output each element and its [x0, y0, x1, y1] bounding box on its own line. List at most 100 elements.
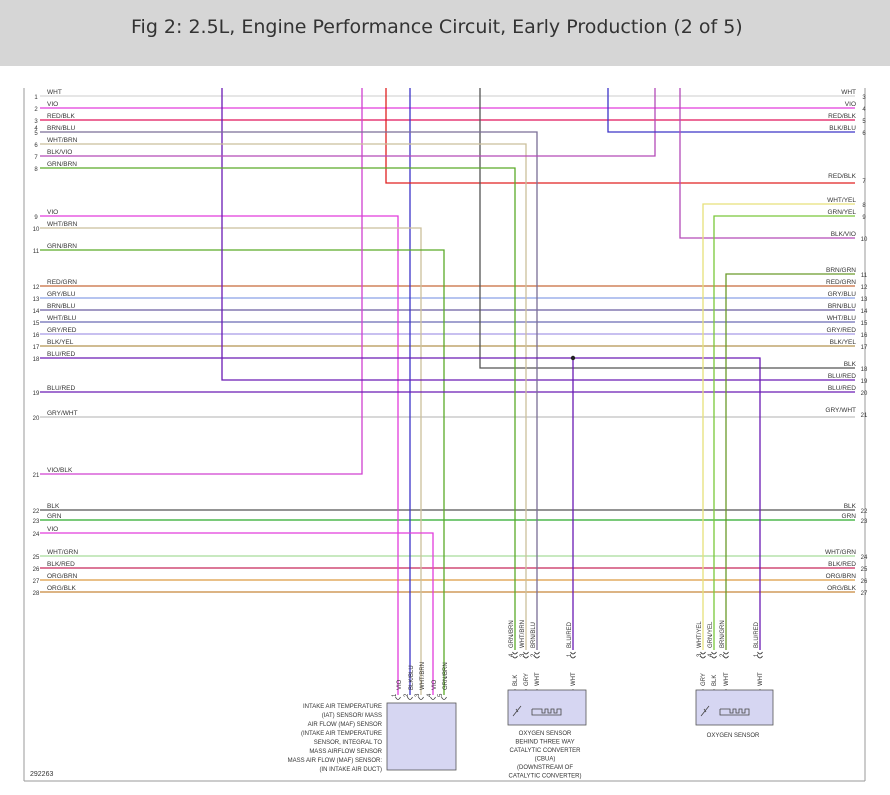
- o2-cbua-heater-icon: [512, 705, 562, 717]
- wire-whtbrn-o2: [40, 143, 527, 650]
- maf-sensor-label: MASS AIRFLOW SENSOR: [309, 749, 382, 755]
- o2-front-pin-number: 2: [720, 653, 726, 657]
- left-pin-number: 2: [34, 107, 38, 113]
- left-pin-label: BLK: [47, 503, 60, 510]
- right-pin-label: WHT: [841, 89, 856, 96]
- maf-sensor-label: MASS AIR FLOW (MAF) SENSOR:: [288, 758, 383, 764]
- right-pin-number: 24: [861, 555, 868, 561]
- left-pin-label: GRY/RED: [47, 327, 77, 334]
- wire-blkblu-right: [607, 88, 855, 133]
- o2-front-pin-number: 3: [697, 653, 703, 657]
- left-pin-number: 3: [34, 119, 38, 125]
- o2-cbua-label: (DOWNSTREAM OF: [517, 765, 573, 771]
- right-pin-number: 26: [861, 579, 868, 585]
- right-pin-label: GRY/RED: [827, 327, 857, 334]
- right-pin-label: BRN/BLU: [828, 303, 856, 310]
- o2-cbua-label: CATALYTIC CONVERTER): [509, 774, 582, 780]
- maf-pin-wire: GRN/BRN: [443, 662, 449, 690]
- o2-cbua-label: BEHIND THREE WAY: [515, 740, 574, 746]
- maf-pin-number: 1: [392, 693, 398, 697]
- left-pin-label: VIO/BLK: [47, 467, 73, 474]
- maf-terminal: [395, 696, 401, 700]
- o2-cbua-wire-label: BLU/RED: [567, 621, 573, 648]
- right-pin-number: 12: [861, 285, 868, 291]
- maf-sensor-label: SENSOR, INTEGRAL TO: [314, 740, 383, 746]
- left-pin-number: 23: [33, 519, 40, 525]
- right-pin-label: BLK/VIO: [831, 231, 856, 238]
- o2-cbua-pin-number: 3: [520, 653, 526, 657]
- o2-cbua-label: (CBUA): [535, 757, 556, 763]
- wire-blured-front: [40, 357, 761, 650]
- right-pin-label: GRN/YEL: [827, 209, 856, 216]
- maf-pin-wire: BLK/BLU: [409, 665, 415, 690]
- o2-cbua-wire-label: BRN/BLU: [531, 622, 537, 648]
- maf-pin-wire: WHT/BRN: [420, 662, 426, 690]
- o2-front-pin-number: 4: [708, 653, 714, 657]
- left-pin-label: WHT: [47, 89, 62, 96]
- left-pin-number: 26: [33, 567, 40, 573]
- left-pin-label: BLK/YEL: [47, 339, 74, 346]
- left-pin-label: BRN/BLU: [47, 303, 75, 310]
- maf-sensor-label: (IN INTAKE AIR DUCT): [319, 767, 382, 773]
- right-pin-label: BRN/GRN: [826, 267, 856, 274]
- left-pin-label: BLU/RED: [47, 385, 75, 392]
- right-pin-number: 18: [861, 367, 868, 373]
- wire-blured-19: [221, 88, 855, 381]
- o2-front-pin-number: 1: [754, 653, 760, 657]
- left-pin-number: 17: [33, 345, 40, 351]
- o2-cbua-label: CATALYTIC CONVERTER: [510, 748, 582, 754]
- left-pin-number: 9: [34, 215, 38, 221]
- o2-front-terminal-label: GRY: [701, 673, 707, 686]
- o2-cbua-wire-label: WHT/BRN: [520, 620, 526, 648]
- maf-sensor-label: INTAKE AIR TEMPERATURE: [303, 704, 382, 710]
- right-pin-number: 21: [861, 413, 868, 419]
- left-pin-number: 10: [33, 227, 40, 233]
- left-pin-number: 28: [33, 591, 40, 597]
- o2-front-body: [695, 689, 774, 726]
- left-pin-label: ORG/BRN: [47, 573, 78, 580]
- o2-front-label: OXYGEN SENSOR: [707, 733, 760, 739]
- right-pin-number: 4: [862, 107, 866, 113]
- left-pin-label: VIO: [47, 209, 58, 216]
- wire-whtyel: [702, 203, 855, 650]
- wire-vioblk: [40, 88, 363, 475]
- wire-blkvio: [40, 88, 656, 157]
- maf-terminal: [430, 696, 436, 700]
- right-pin-label: VIO: [845, 101, 856, 108]
- wire-brngrn: [725, 273, 855, 650]
- wire-vio-maf: [40, 215, 399, 695]
- right-pin-number: 17: [861, 345, 868, 351]
- right-pin-number: 25: [861, 567, 868, 573]
- right-pin-number: 9: [862, 215, 866, 221]
- right-pin-number: 8: [862, 203, 866, 209]
- left-pin-label: VIO: [47, 101, 58, 108]
- o2-cbua-body: [507, 689, 587, 726]
- left-pin-label: BLU/RED: [47, 351, 75, 358]
- figure-id: 292263: [30, 771, 53, 778]
- title-bar: Fig 2: 2.5L, Engine Performance Circuit,…: [0, 0, 890, 66]
- left-pin-label: GRY/BLU: [47, 291, 76, 298]
- right-pin-label: BLK/YEL: [830, 339, 857, 346]
- left-pin-label: WHT/BRN: [47, 221, 78, 228]
- right-pin-number: 14: [861, 309, 868, 315]
- right-pin-number: 16: [861, 333, 868, 339]
- right-pin-number: 3: [862, 95, 866, 101]
- right-pin-label: RED/BLK: [828, 173, 856, 180]
- right-pin-label: BLU/RED: [828, 385, 856, 392]
- right-pin-label: WHT/BLU: [827, 315, 857, 322]
- right-pin-label: BLK: [844, 361, 857, 368]
- maf-pin-number: 3: [415, 693, 421, 697]
- right-pin-label: WHT/YEL: [827, 197, 856, 204]
- wire-grnbrn-maf: [40, 249, 445, 695]
- right-pin-number: 22: [861, 509, 868, 515]
- left-pin-number: 16: [33, 333, 40, 339]
- left-pin-label: GRN/BRN: [47, 161, 77, 168]
- left-pin-number: 22: [33, 509, 40, 515]
- left-pin-number: 27: [33, 579, 40, 585]
- o2-cbua-terminal-label: BLK: [513, 675, 519, 686]
- right-pin-label: BLU/RED: [828, 373, 856, 380]
- left-pin-number: 24: [33, 532, 40, 538]
- maf-pin-wire: VIO: [397, 679, 403, 690]
- maf-sensor-label: (IAT) SENSOR/ MASS: [322, 713, 382, 719]
- right-pin-number: 5: [862, 119, 866, 125]
